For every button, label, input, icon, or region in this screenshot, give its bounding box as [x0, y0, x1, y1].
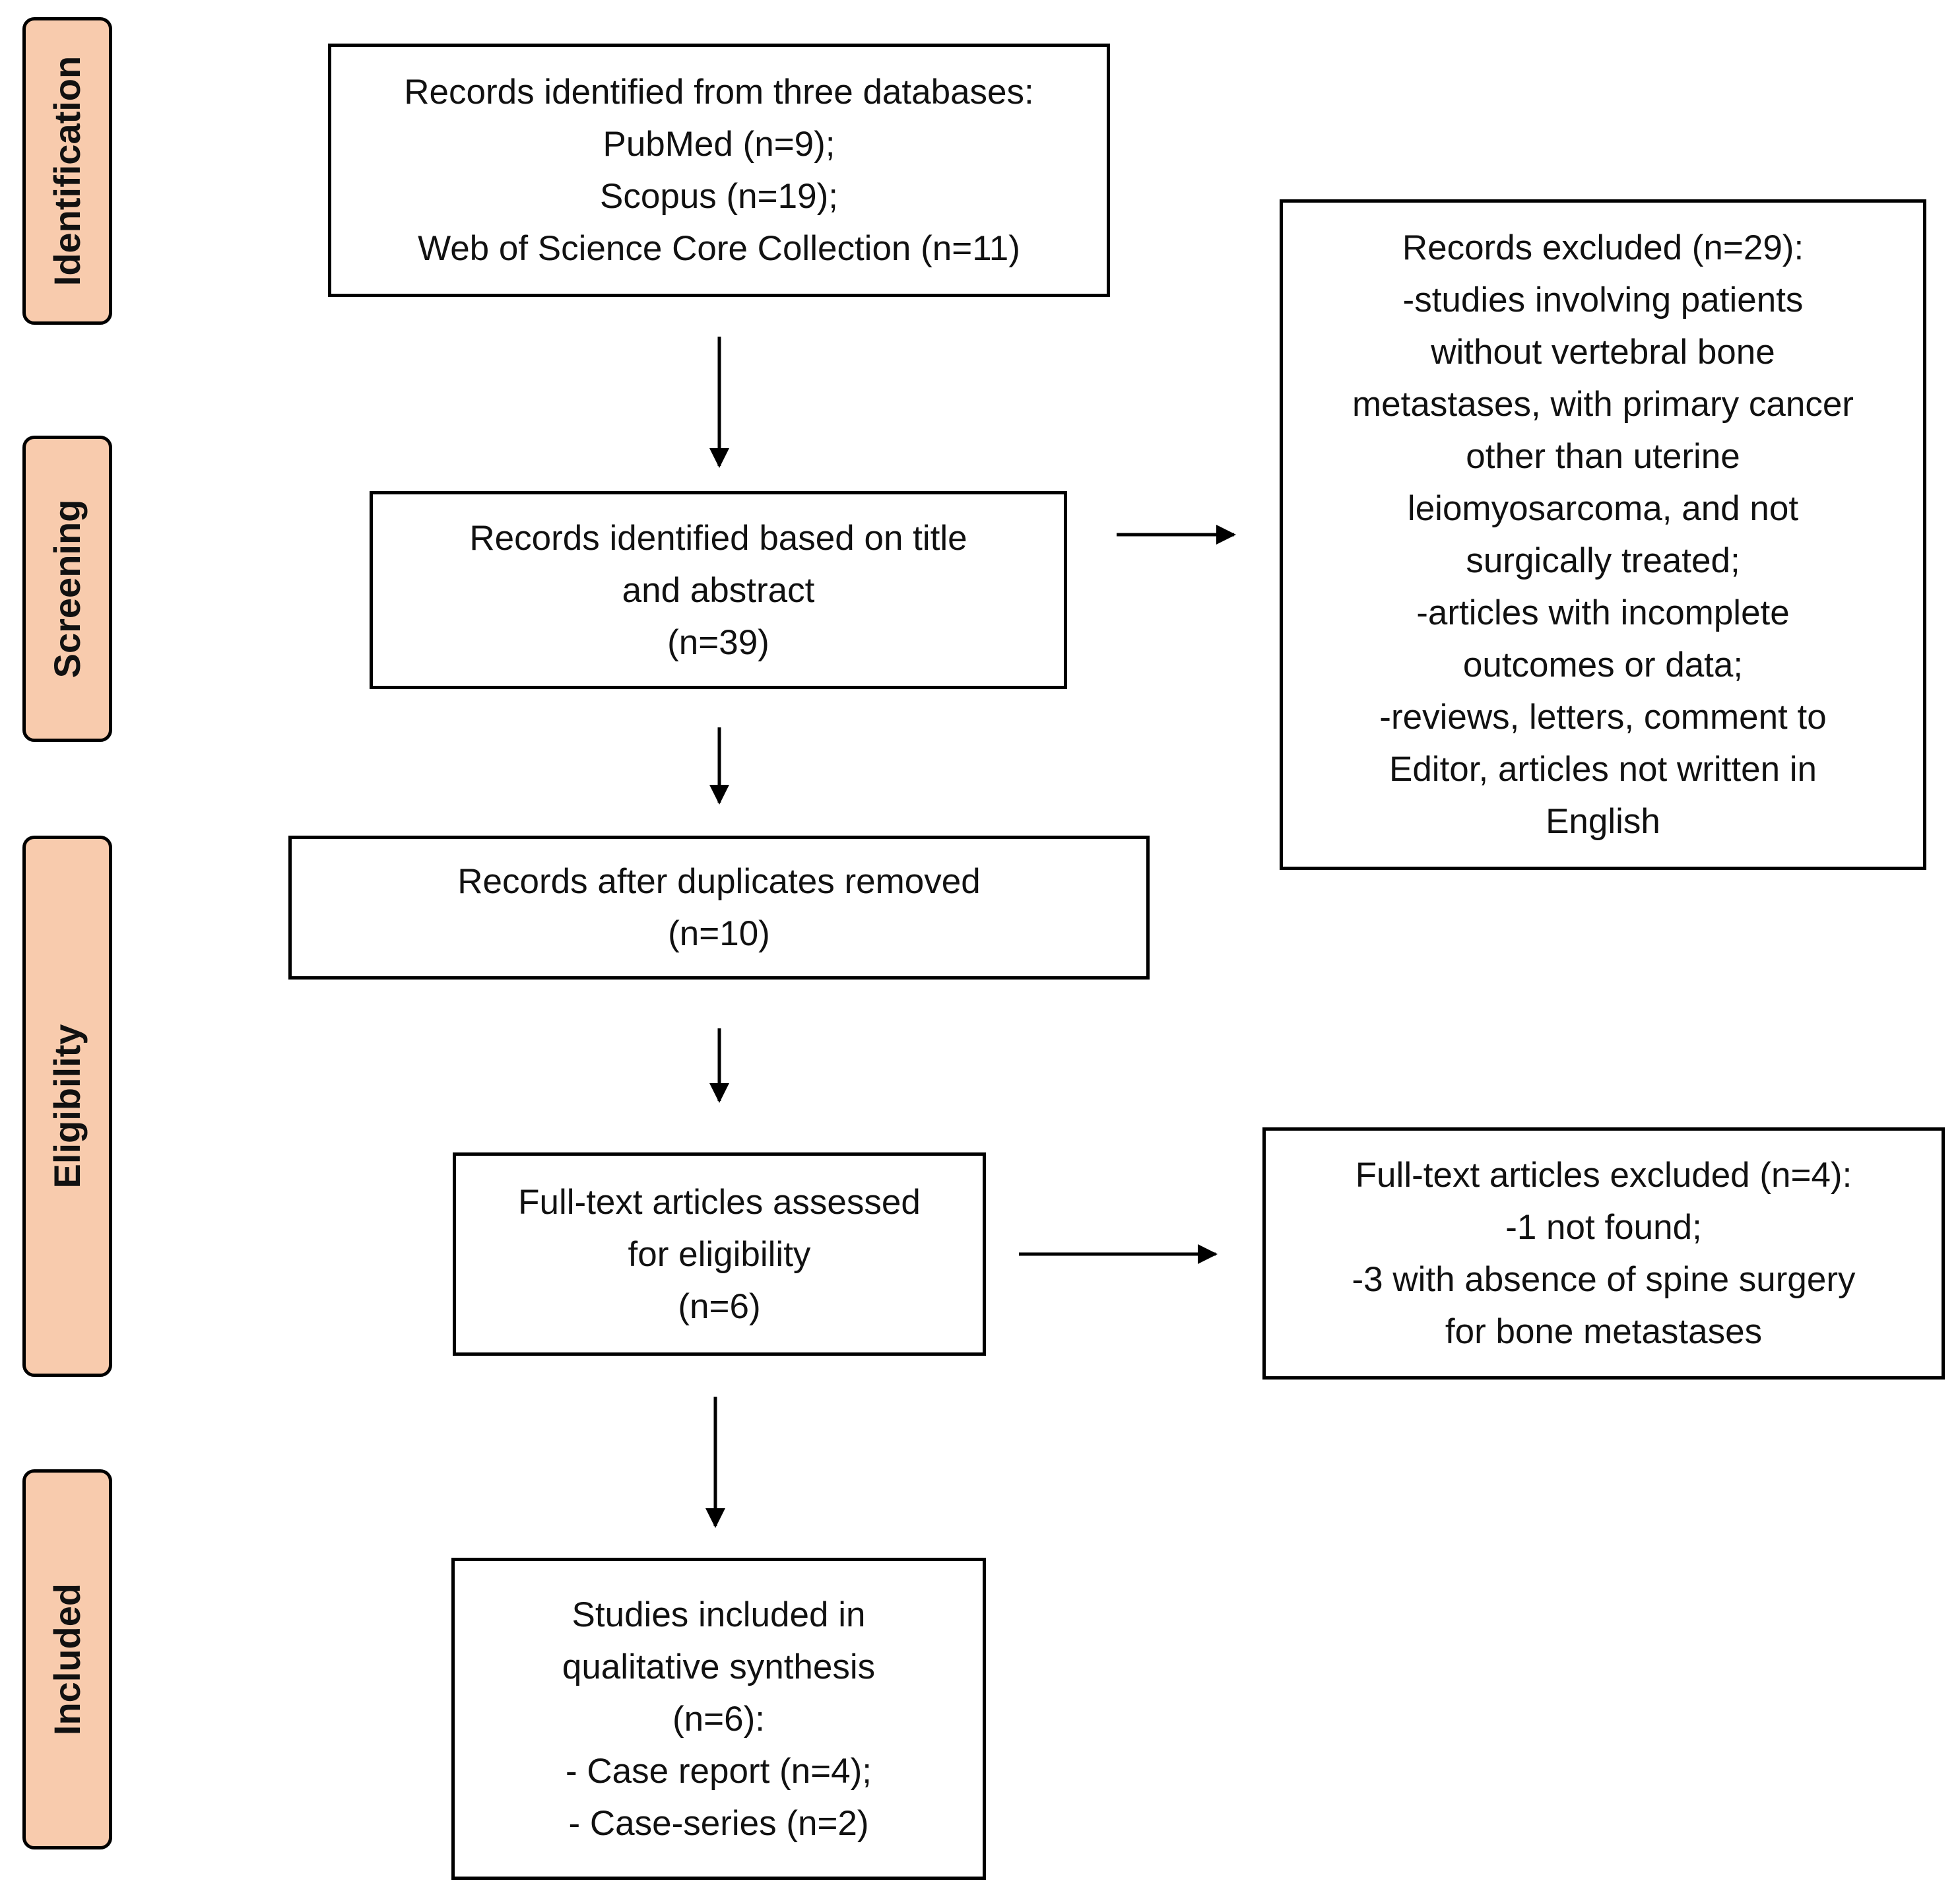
box-line: Records after duplicates removed [457, 862, 981, 901]
box-line: -articles with incomplete [1416, 593, 1790, 632]
box-line: qualitative synthesis [562, 1647, 876, 1686]
box-line: (n=6) [678, 1286, 761, 1326]
box-line: Records identified based on title [469, 518, 967, 558]
box-line: (n=39) [667, 622, 769, 662]
box-line: Records excluded (n=29): [1402, 228, 1804, 267]
box-line: Full-text articles assessed [518, 1182, 921, 1222]
studies-included-box: Studies included in qualitative synthesi… [451, 1558, 986, 1880]
box-line: Editor, articles not written in [1388, 750, 1817, 789]
fulltext-assessed-box: Full-text articles assessed for eligibil… [453, 1152, 986, 1356]
box-line: Full-text articles excluded (n=4): [1355, 1156, 1852, 1195]
box-line: (n=10) [668, 914, 770, 953]
box-line: Records identified from three databases: [404, 73, 1034, 112]
box-line: -1 not found; [1505, 1208, 1702, 1247]
phase-screening-label: Screening [22, 436, 112, 742]
fulltext-excluded-box: Full-text articles excluded (n=4): -1 no… [1262, 1127, 1945, 1380]
records-excluded-box: Records excluded (n=29): -studies involv… [1280, 199, 1926, 870]
box-line: - Case report (n=4); [566, 1751, 872, 1791]
box-line: without vertebral bone [1431, 333, 1775, 372]
box-line: outcomes or data; [1462, 646, 1744, 684]
box-line: -3 with absence of spine surgery [1352, 1260, 1856, 1299]
box-line: surgically treated; [1466, 541, 1740, 580]
box-line: other than uterine [1466, 437, 1740, 476]
box-line: Web of Science Core Collection (n=11) [418, 229, 1020, 268]
records-identified-box: Records identified from three databases:… [328, 44, 1110, 297]
box-line: (n=6): [672, 1699, 765, 1739]
records-deduplicated-box: Records after duplicates removed (n=10) [288, 836, 1150, 980]
box-line: -studies involving patients [1402, 281, 1804, 319]
box-line: for eligibility [628, 1234, 811, 1274]
box-line: for bone metastases [1445, 1312, 1763, 1351]
phase-identification-label: Identification [22, 17, 112, 325]
box-line: Scopus (n=19); [600, 177, 838, 216]
box-line: leiomyosarcoma, and not [1407, 489, 1799, 528]
records-screened-box: Records identified based on title and ab… [370, 491, 1067, 689]
box-line: -reviews, letters, comment to [1379, 698, 1827, 737]
box-line: metastases, with primary cancer [1352, 385, 1854, 424]
box-line: and abstract [622, 570, 815, 610]
box-line: English [1546, 802, 1660, 841]
box-line: Studies included in [572, 1595, 866, 1634]
phase-included-label: Included [22, 1469, 112, 1849]
box-line: - Case-series (n=2) [568, 1803, 869, 1843]
box-line: PubMed (n=9); [603, 125, 835, 164]
phase-eligibility-label: Eligibility [22, 836, 112, 1377]
